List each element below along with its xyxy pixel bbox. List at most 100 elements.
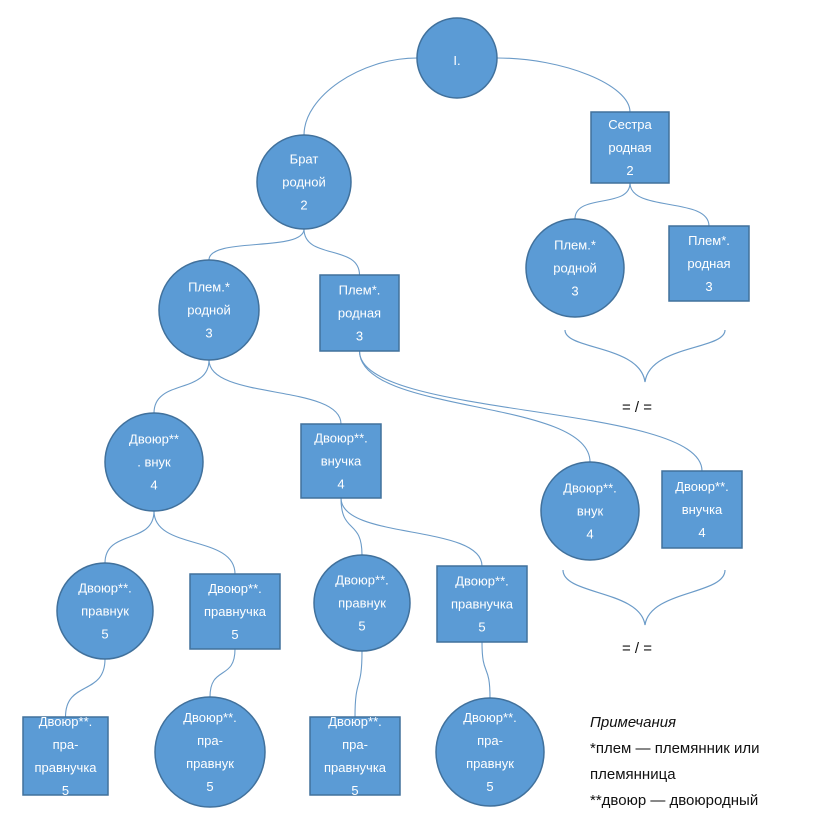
node-label-dv_vnuchka_1-0: Двоюр**. [314, 431, 368, 446]
edge-sestra-to-plem_rodnoy_2 [574, 182, 631, 220]
node-shape-prapravnuchka_2 [309, 716, 401, 796]
node-label-plem_rodnoy_2-2: 3 [571, 284, 578, 299]
node-label-plem_rodnaya_2-2: 3 [705, 279, 712, 294]
node-label-dv_vnuk_1-0: Двоюр** [129, 432, 179, 447]
node-shape-prapravnuk_1 [154, 696, 266, 808]
node-label-sestra-2: 2 [626, 163, 633, 178]
node-dv_vnuchka_1: Двоюр**. внучка 4 [300, 423, 382, 499]
edge-plem_rodnoy_1-to-dv_vnuchka_1 [208, 359, 342, 425]
node-shape-dv_vnuk_2 [540, 461, 640, 561]
node-shape-plem_rodnaya_1 [319, 274, 400, 352]
node-label-prapravnuk_1-0: Двоюр**. [183, 710, 237, 725]
node-shape-sestra [590, 111, 670, 184]
brace-group-1 [564, 329, 726, 383]
node-label-plem_rodnoy_1-0: Плем.* [188, 280, 230, 295]
notes-block: Примечания *плем — племянник или племянн… [590, 710, 815, 814]
node-label-pravnuk_2-0: Двоюр**. [335, 573, 389, 588]
edge-dv_vnuk_1-to-pravnuchka_1 [153, 510, 236, 575]
node-label-prapravnuchka_1-2: правнучка [34, 760, 97, 775]
node-label-dv_vnuchka_2-1: внучка [682, 502, 723, 517]
node-root: I. [416, 17, 498, 99]
node-label-plem_rodnaya_2-0: Плем*. [688, 233, 730, 248]
node-shape-brat [256, 134, 352, 230]
edge-pravnuk_1-to-prapravnuchka_1 [64, 658, 106, 718]
edge-pravnuk_2-to-prapravnuchka_2 [354, 650, 363, 718]
node-shape-pravnuk_2 [313, 554, 411, 652]
node-shape-prapravnuchka_1 [22, 716, 109, 796]
node-label-prapravnuk_2-1: пра- [477, 733, 503, 748]
node-brat: Брат родной 2 [256, 134, 352, 230]
node-label-prapravnuchka_1-1: пра- [53, 737, 79, 752]
node-shape-pravnuk_1 [56, 562, 154, 660]
edge-root-to-brat [303, 57, 418, 136]
brace-group-2 [562, 569, 726, 626]
node-shape-plem_rodnoy_1 [158, 259, 260, 361]
node-label-brat-1: родной [282, 175, 325, 190]
edge-dv_vnuchka_1-to-pravnuchka_2 [340, 497, 483, 567]
node-label-plem_rodnoy_1-1: родной [187, 303, 230, 318]
edge-brat-to-plem_rodnaya_1 [303, 228, 361, 276]
node-label-pravnuk_1-0: Двоюр**. [78, 581, 132, 596]
node-label-pravnuchka_1-2: 5 [231, 627, 238, 642]
edge-sestra-to-plem_rodnaya_2 [629, 182, 710, 227]
node-prapravnuchka_2: Двоюр**. пра-правнучка 5 [309, 714, 401, 798]
node-label-prapravnuchka_2-2: правнучка [324, 760, 387, 775]
node-label-sestra-1: родная [608, 140, 651, 155]
node-plem_rodnoy_1: Плем.* родной 3 [158, 259, 260, 361]
node-label-dv_vnuchka_1-1: внучка [321, 454, 362, 469]
node-label-prapravnuchka_2-3: 5 [351, 783, 358, 798]
node-label-pravnuchka_1-0: Двоюр**. [208, 581, 262, 596]
edge-dv_vnuk_1-to-pravnuk_1 [104, 510, 155, 564]
node-label-pravnuchka_2-1: правнучка [451, 597, 514, 612]
notes-line-1: *плем — племянник или [590, 740, 760, 757]
node-label-plem_rodnoy_2-1: родной [553, 261, 596, 276]
node-label-root-0: I. [453, 53, 460, 68]
node-label-prapravnuchka_2-1: пра- [342, 737, 368, 752]
node-shape-pravnuchka_2 [436, 565, 528, 643]
edge-root-to-sestra [496, 57, 631, 113]
node-label-prapravnuchka_2-0: Двоюр**. [328, 714, 382, 729]
node-label-dv_vnuk_2-0: Двоюр**. [563, 481, 617, 496]
node-label-plem_rodnoy_2-0: Плем.* [554, 238, 596, 253]
notes-line-2: племянница [590, 766, 676, 783]
node-label-plem_rodnaya_1-0: Плем*. [339, 283, 381, 298]
node-label-plem_rodnaya_1-2: 3 [356, 329, 363, 344]
node-label-plem_rodnaya_2-1: родная [687, 256, 730, 271]
node-label-prapravnuk_2-3: 5 [486, 779, 493, 794]
edge-plem_rodnaya_1-to-dv_vnuk_2 [358, 350, 591, 463]
node-label-pravnuchka_2-0: Двоюр**. [455, 574, 509, 589]
node-shape-prapravnuk_2 [435, 697, 545, 807]
node-plem_rodnoy_2: Плем.* родной 3 [525, 218, 625, 318]
inequality-sign-2: = / = [622, 640, 652, 657]
node-shape-root [416, 17, 498, 99]
edge-dv_vnuchka_1-to-pravnuk_2 [340, 497, 363, 556]
node-label-dv_vnuk_1-1: . внук [137, 455, 171, 470]
node-label-plem_rodnoy_1-2: 3 [205, 326, 212, 341]
edge-pravnuchka_2-to-prapravnuk_2 [481, 641, 491, 699]
notes-line-3: **двоюр — двоюродный [590, 792, 759, 809]
node-label-brat-0: Брат [290, 152, 319, 167]
node-label-dv_vnuk_2-2: 4 [586, 527, 593, 542]
edge-brat-to-plem_rodnoy_1 [208, 228, 305, 261]
node-plem_rodnaya_2: Плем*. родная 3 [668, 225, 750, 302]
node-shape-pravnuchka_1 [189, 573, 281, 650]
node-shape-plem_rodnaya_2 [668, 225, 750, 302]
inequality-sign-1: = / = [622, 399, 652, 416]
node-label-dv_vnuk_1-2: 4 [150, 478, 157, 493]
node-label-brat-2: 2 [300, 198, 307, 213]
node-label-pravnuchka_1-1: правнучка [204, 604, 267, 619]
node-shape-dv_vnuchka_1 [300, 423, 382, 499]
node-label-dv_vnuchka_1-2: 4 [337, 477, 344, 492]
node-label-sestra-0: Сестра [608, 117, 652, 132]
node-label-dv_vnuchka_2-0: Двоюр**. [675, 479, 729, 494]
node-shape-dv_vnuchka_2 [661, 470, 743, 549]
